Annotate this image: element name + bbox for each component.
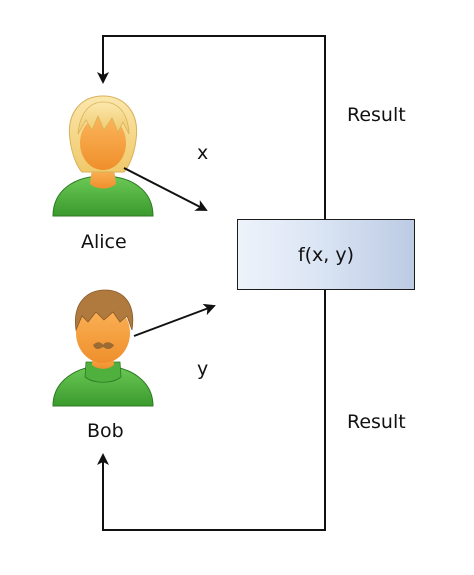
result-to-alice-label: Result <box>347 104 406 126</box>
bob-avatar-icon <box>52 289 154 407</box>
result-to-alice-connector <box>97 35 326 219</box>
alice-to-function-arrow <box>123 167 208 211</box>
alice-label: Alice <box>81 231 127 253</box>
bob-to-function-arrow <box>133 303 216 337</box>
alice-avatar-icon <box>52 95 154 217</box>
function-box: f(x, y) <box>237 219 415 290</box>
x-input-label: x <box>197 142 209 164</box>
bob-label: Bob <box>87 420 124 442</box>
result-to-bob-connector <box>97 290 326 531</box>
result-to-bob-label: Result <box>347 411 406 433</box>
function-label: f(x, y) <box>297 243 355 266</box>
y-input-label: y <box>197 358 209 380</box>
